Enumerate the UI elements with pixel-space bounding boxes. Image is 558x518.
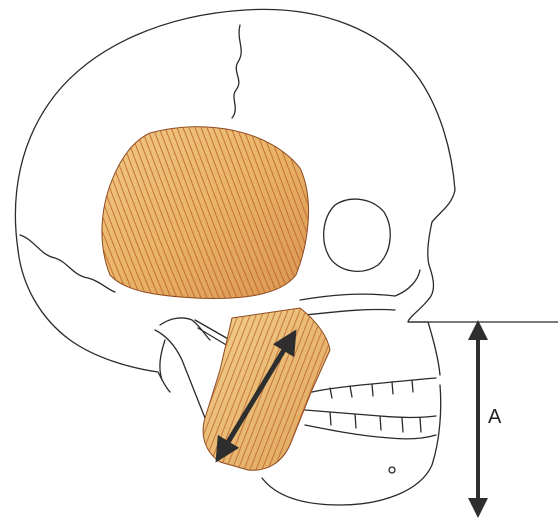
muscle-fiber [324,300,394,480]
muscle-fiber [30,120,100,300]
muscle-fiber [330,300,400,480]
muscle-fiber [0,120,64,300]
muscle-fiber [336,300,406,480]
temporalis-muscle [0,120,394,300]
muscle-fiber [318,300,388,480]
muscle-fiber [24,120,94,300]
muscle-fiber [150,300,220,480]
muscle-fiber [306,120,376,300]
muscle-fiber [318,120,388,300]
muscle-fiber [18,120,88,300]
masseter-muscle [150,300,406,480]
muscle-fiber [300,120,370,300]
muscle-fiber [0,120,40,300]
dimension-label-a: A [488,406,502,428]
muscle-fiber [6,120,76,300]
muscle-fiber [0,120,58,300]
muscle-fiber [312,120,382,300]
muscle-fiber [36,120,106,300]
muscle-fiber [324,120,394,300]
muscle-fiber [0,120,70,300]
